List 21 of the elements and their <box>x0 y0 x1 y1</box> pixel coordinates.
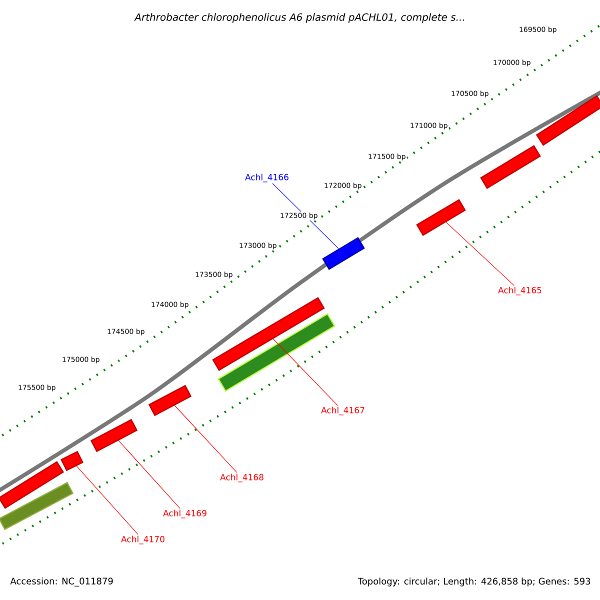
title: Arthrobacter chlorophenolicus A6 plasmid pACHL01, complete s... <box>134 13 464 23</box>
gene-label: Achl_4168 <box>220 474 264 482</box>
gene-feature <box>0 461 64 509</box>
gene-label: Achl_4169 <box>163 510 206 518</box>
accession-text: Accession: NC_011879 <box>10 578 113 586</box>
gene-label: Achl_4167 <box>321 406 364 416</box>
gene-feature <box>416 199 466 236</box>
gene-feature <box>322 237 365 270</box>
gene-feature <box>218 313 336 392</box>
leader-line <box>272 338 338 406</box>
gene-feature <box>536 95 600 146</box>
leader-line <box>118 440 180 509</box>
gene-label: Achl_4170 <box>121 536 164 544</box>
leader-line <box>174 405 238 473</box>
gene-feature <box>212 297 325 371</box>
summary-text: Topology: circular; Length: 426,858 bp; Genes: 593 <box>358 578 590 586</box>
leader-line <box>76 466 138 535</box>
gene-feature <box>480 145 541 189</box>
leader-line <box>446 222 514 286</box>
gene-label: Achl_4165 <box>498 286 542 296</box>
gene-label: Achl_4166 <box>245 174 288 182</box>
